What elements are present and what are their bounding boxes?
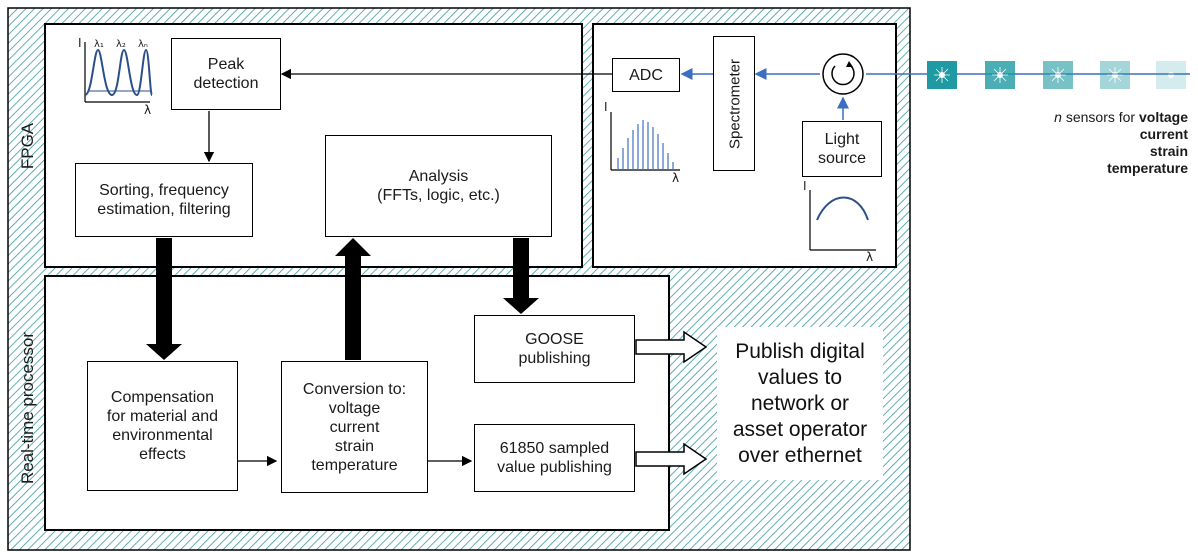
compensation-block: Compensation for material and environmen… [87, 361, 238, 491]
sensor-voltage: voltage [1138, 109, 1188, 125]
sensor-icon [1043, 61, 1073, 89]
sensor-icon [927, 61, 957, 89]
sensor-note-prefix: sensors for [1061, 109, 1139, 125]
conversion-to-analysis-thick-arrow [335, 238, 371, 360]
sensor-note-n: n [1054, 109, 1062, 125]
source-plot [809, 190, 876, 251]
sensor-strain: strain [1149, 143, 1188, 159]
goose-block: GOOSE publishing [474, 315, 635, 383]
conversion-block: Conversion to: voltage current strain te… [281, 361, 428, 493]
source-plot-x-label: λ [866, 250, 874, 264]
sensor-temperature: temperature [1107, 160, 1188, 176]
fpga-label: FPGA [18, 122, 37, 170]
spectrometer-label: Spectrometer [726, 58, 744, 150]
comb-plot-x-label: λ [672, 171, 680, 185]
adc-block: ADC [612, 58, 680, 92]
analysis-block: Analysis (FFTs, logic, etc.) [325, 135, 552, 237]
fiber-sensors [927, 61, 1186, 89]
light-source-block: Light source [802, 121, 882, 177]
circulator-icon [822, 53, 864, 95]
spectrometer-block: Spectrometer [713, 36, 755, 171]
sv-output-arrow [635, 442, 708, 476]
peak-detection-block: Peak detection [171, 38, 281, 110]
sensor-icon [1156, 61, 1186, 89]
peaks-plot-ln-label: λₙ [138, 39, 148, 50]
peaks-plot-l2-label: λ₂ [116, 39, 126, 50]
sensor-current: current [1139, 126, 1188, 142]
publish-note: Publish digital values to network or ass… [717, 327, 883, 480]
rtp-label: Real-time processor [18, 331, 37, 485]
sensor-icon [985, 61, 1015, 89]
sv-publishing-block: 61850 sampled value publishing [474, 424, 635, 492]
sensor-icon [1100, 61, 1130, 89]
sensor-note: n sensors for voltage current strain tem… [1054, 109, 1188, 177]
sorting-block: Sorting, frequency estimation, filtering [75, 163, 253, 237]
peaks-plot-l1-label: λ₁ [94, 39, 104, 50]
peaks-plot [84, 42, 153, 103]
goose-output-arrow [635, 330, 708, 364]
sensor-note-line: n sensors for voltage [1054, 109, 1188, 126]
sorting-to-compensation-thick-arrow [146, 238, 182, 360]
analysis-to-goose-thick-arrow [503, 238, 539, 314]
source-plot-i-label: I [803, 179, 807, 193]
comb-plot [610, 112, 680, 171]
peaks-plot-x-label: λ [144, 103, 152, 117]
peaks-plot-i-label: I [78, 36, 82, 50]
comb-plot-i-label: I [604, 100, 608, 114]
